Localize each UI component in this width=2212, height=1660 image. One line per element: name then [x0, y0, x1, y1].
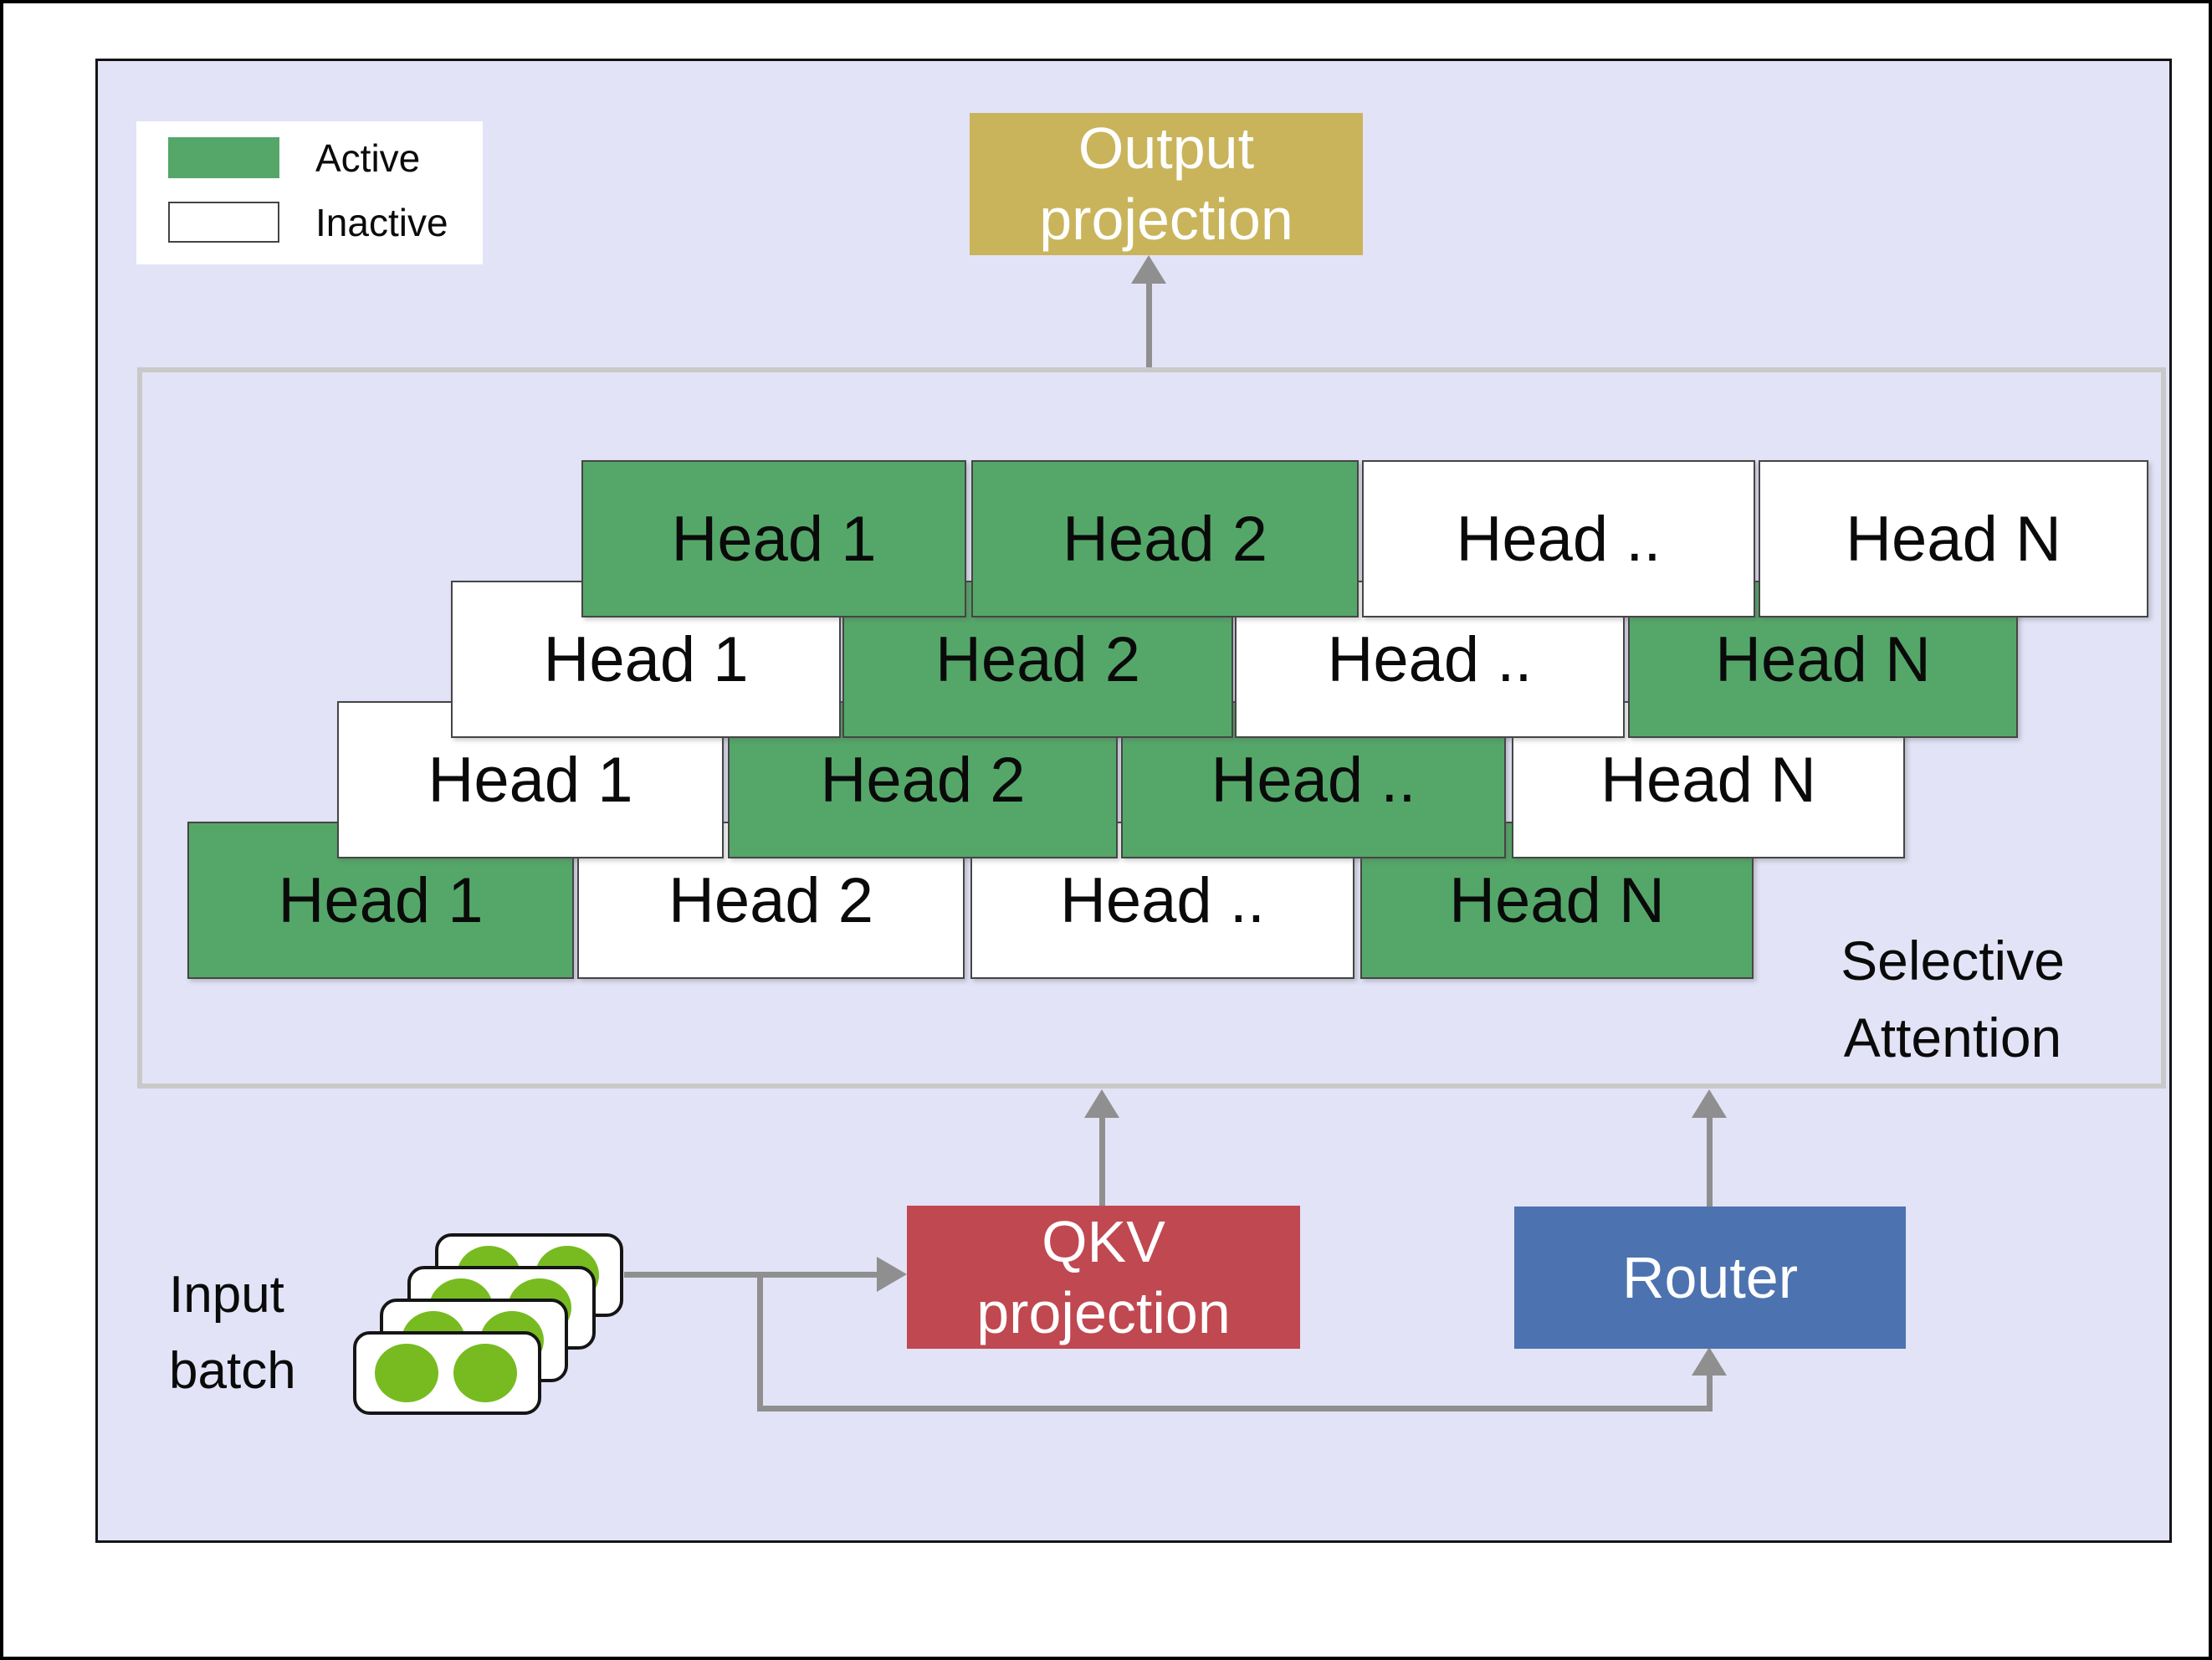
selective-attention-label: Selective Attention: [1802, 922, 2103, 1076]
arrow-qkv-to-attention-stem: [1099, 1117, 1105, 1206]
legend-inactive-swatch: [168, 202, 279, 243]
head-label: Head 1: [278, 864, 484, 936]
legend-active-label: Active: [315, 136, 421, 180]
output-projection-line1: Output: [1078, 115, 1255, 181]
input-batch-card-1: [353, 1331, 541, 1415]
router-box: Router: [1514, 1207, 1906, 1349]
head-label: Head 2: [934, 623, 1141, 695]
connector-batch-to-qkv: [624, 1272, 877, 1278]
input-batch-label: Input batch: [169, 1257, 296, 1409]
head-label: Head 2: [668, 864, 874, 936]
selective-attention-line2: Attention: [1843, 1007, 2062, 1068]
qkv-projection-box: QKV projection: [907, 1206, 1300, 1349]
arrow-router-to-attention-stem: [1707, 1117, 1713, 1207]
head-label: Head ..: [1059, 864, 1266, 936]
arrow-attention-to-output-stem: [1146, 283, 1152, 367]
input-batch-line1: Input: [169, 1266, 284, 1324]
head-box-row1-head2: Head 2: [971, 460, 1359, 617]
head-label: Head 1: [428, 744, 633, 816]
arrow-branch-to-router-head: [1692, 1347, 1727, 1376]
connector-branch-to-router-stem: [1707, 1376, 1713, 1409]
token-circle: [375, 1344, 438, 1402]
head-label: Head N: [1715, 623, 1931, 695]
arrow-router-to-attention-head: [1692, 1089, 1727, 1118]
connector-branch-vertical: [757, 1272, 763, 1412]
head-label: Head 1: [671, 503, 877, 575]
selective-attention-line1: Selective: [1841, 930, 2065, 991]
router-label: Router: [1621, 1244, 1799, 1310]
legend-inactive-label: Inactive: [315, 200, 448, 244]
legend: Active Inactive: [136, 121, 483, 264]
head-box-row1-head-dots: Head ..: [1362, 460, 1755, 617]
head-label: Head N: [1449, 864, 1665, 936]
arrow-batch-to-qkv-head: [877, 1257, 907, 1292]
output-projection-line2: projection: [1039, 187, 1293, 252]
qkv-line1: QKV: [1042, 1208, 1165, 1274]
legend-active-swatch: [168, 137, 279, 178]
head-label: Head ..: [1211, 744, 1416, 816]
head-label: Head 2: [820, 744, 1026, 816]
input-batch-line2: batch: [169, 1342, 296, 1400]
head-label: Head N: [1600, 744, 1816, 816]
head-label: Head 2: [1062, 503, 1268, 575]
connector-branch-horizontal: [757, 1406, 1713, 1412]
head-box-row1-headN: Head N: [1759, 460, 2148, 617]
token-circle: [453, 1344, 517, 1402]
head-label: Head ..: [1456, 503, 1662, 575]
output-projection-box: Output projection: [970, 113, 1363, 255]
head-label: Head N: [1846, 503, 2061, 575]
head-label: Head 1: [543, 623, 749, 695]
head-box-row1-head1: Head 1: [581, 460, 966, 617]
head-label: Head ..: [1327, 623, 1533, 695]
arrow-attention-to-output-head: [1131, 255, 1166, 284]
arrow-qkv-to-attention-head: [1084, 1089, 1119, 1118]
qkv-line2: projection: [976, 1279, 1231, 1345]
